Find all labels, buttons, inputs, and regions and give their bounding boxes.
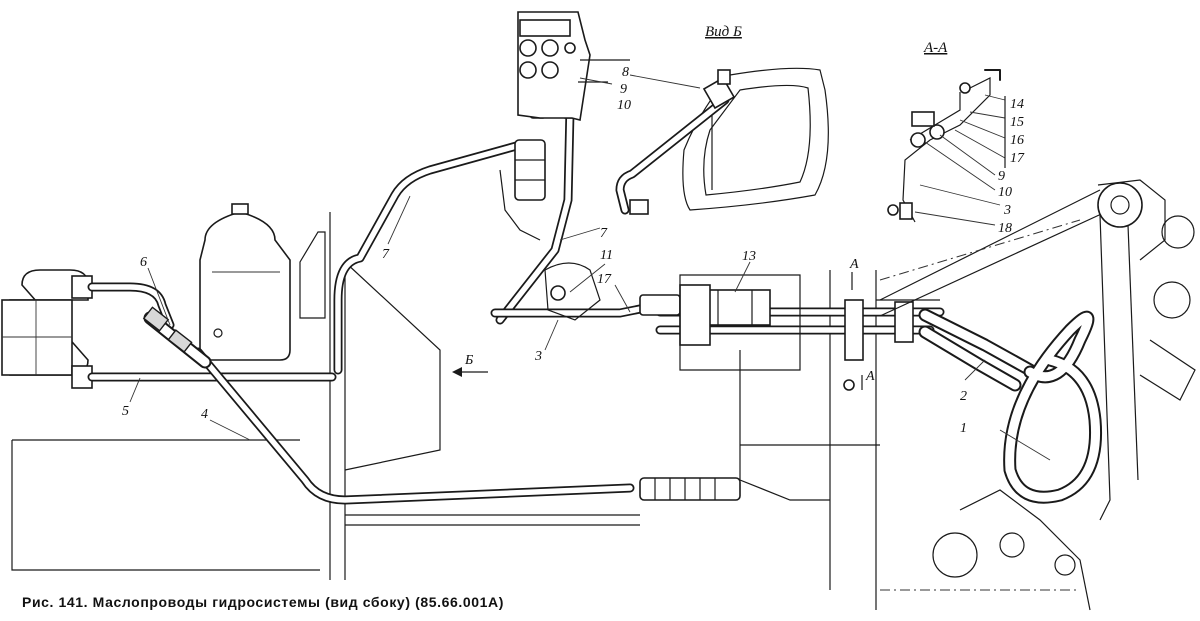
section-callout-3: 3: [1003, 203, 1011, 218]
section-aa-title: А-А: [923, 40, 948, 56]
callout-2: 2: [960, 389, 967, 404]
section-callout-14: 14: [1010, 97, 1024, 112]
cylinder-assembly: [544, 262, 914, 391]
section-aa-inset: [887, 69, 1001, 223]
arrow-b-label: Б: [464, 353, 473, 368]
callout-13: 13: [742, 249, 756, 264]
pump-block: [1, 269, 93, 389]
section-callout-9: 9: [998, 169, 1005, 184]
control-valve: [499, 11, 630, 241]
section-callout-18: 18: [998, 221, 1012, 236]
callout-7-right: 7: [600, 226, 608, 241]
frame-outline: [11, 212, 940, 610]
callout-labels: 6 5 4 7 8 9 10 7 11 17 3 13 2 1 14 15 16…: [122, 24, 1025, 436]
view-b-title: Вид Б: [705, 24, 742, 40]
figure-caption: Рис. 141. Маслопроводы гидросистемы (вид…: [22, 594, 504, 610]
callout-7-left: 7: [382, 247, 390, 262]
section-mark-a-top: А: [849, 257, 859, 272]
oil-tank: [199, 203, 326, 361]
callout-11: 11: [600, 248, 613, 263]
leader-lines: [129, 74, 1051, 461]
section-callout-16: 16: [1010, 133, 1024, 148]
callout-5: 5: [122, 404, 129, 419]
view-b-inset: [615, 67, 829, 215]
callout-3: 3: [534, 349, 542, 364]
section-callout-15: 15: [1010, 115, 1024, 130]
callout-17: 17: [597, 272, 612, 287]
section-callout-10: 10: [998, 185, 1012, 200]
callout-9: 9: [620, 82, 627, 97]
callout-6: 6: [140, 255, 147, 270]
callout-4: 4: [201, 407, 208, 422]
callout-10: 10: [617, 98, 631, 113]
right-frame: [879, 179, 1196, 611]
section-callout-17: 17: [1010, 151, 1025, 166]
callout-8: 8: [622, 65, 629, 80]
section-mark-a-bottom: А: [865, 369, 875, 384]
callout-1: 1: [960, 421, 967, 436]
